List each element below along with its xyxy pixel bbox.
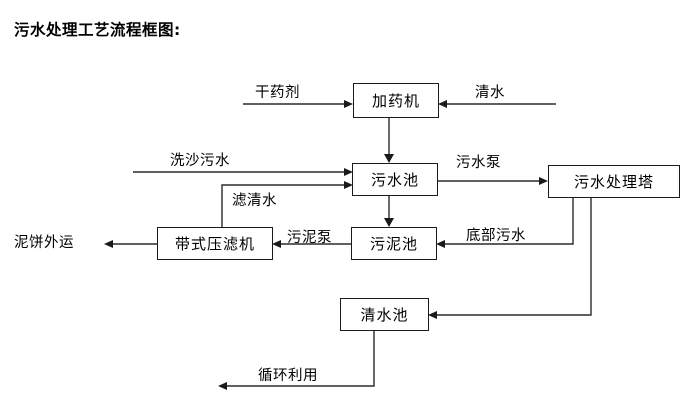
label-bottom-wastewater: 底部污水 — [466, 228, 526, 244]
arrowhead-wastewater-to-sludge — [384, 218, 394, 227]
label-mud-cake-transport: 泥饼外运 — [14, 235, 74, 251]
arrowhead-recycling-reuse — [218, 382, 227, 390]
wire-filtered-clear-water — [221, 184, 347, 227]
node-dosing-machine[interactable]: 加药机 — [353, 83, 439, 118]
node-belt-filter-press[interactable]: 带式压滤机 — [157, 227, 273, 260]
label-dry-chemical: 干药剂 — [255, 85, 300, 101]
label-sand-washing-wastewater: 洗沙污水 — [170, 153, 230, 169]
node-wastewater-pool[interactable]: 污水池 — [352, 163, 438, 196]
arrowhead-sand-washing — [344, 168, 353, 176]
page-title: 污水处理工艺流程框图: — [14, 21, 181, 39]
label-filtered-clear-water: 滤清水 — [232, 193, 277, 209]
arrowhead-bottom-wastewater — [436, 240, 445, 248]
node-treatment-tower[interactable]: 污水处理塔 — [548, 165, 680, 198]
arrowhead-dry-chemical — [344, 100, 353, 108]
label-recycling-reuse: 循环利用 — [258, 368, 318, 384]
label-sludge-pump: 污泥泵 — [287, 230, 332, 246]
wire-tower-to-clean-water — [434, 198, 592, 316]
arrowhead-dosing-to-wastewater — [384, 154, 394, 163]
arrowhead-tower-to-clean-water — [428, 311, 437, 319]
node-clean-water-pool[interactable]: 清水池 — [340, 298, 429, 331]
arrowhead-sludge-pump — [272, 240, 281, 248]
arrowhead-filtered-clear-water — [344, 181, 353, 189]
arrowhead-wastewater-pump — [539, 177, 548, 185]
wire-recycling-reuse — [224, 331, 375, 387]
label-wastewater-pump: 污水泵 — [456, 155, 501, 171]
wire-bottom-wastewater — [442, 198, 574, 245]
node-sludge-pool[interactable]: 污泥池 — [351, 227, 437, 260]
arrowhead-clean-water-input — [438, 100, 447, 108]
arrowhead-mud-cake — [104, 240, 113, 248]
label-clean-water-input: 清水 — [475, 85, 505, 101]
